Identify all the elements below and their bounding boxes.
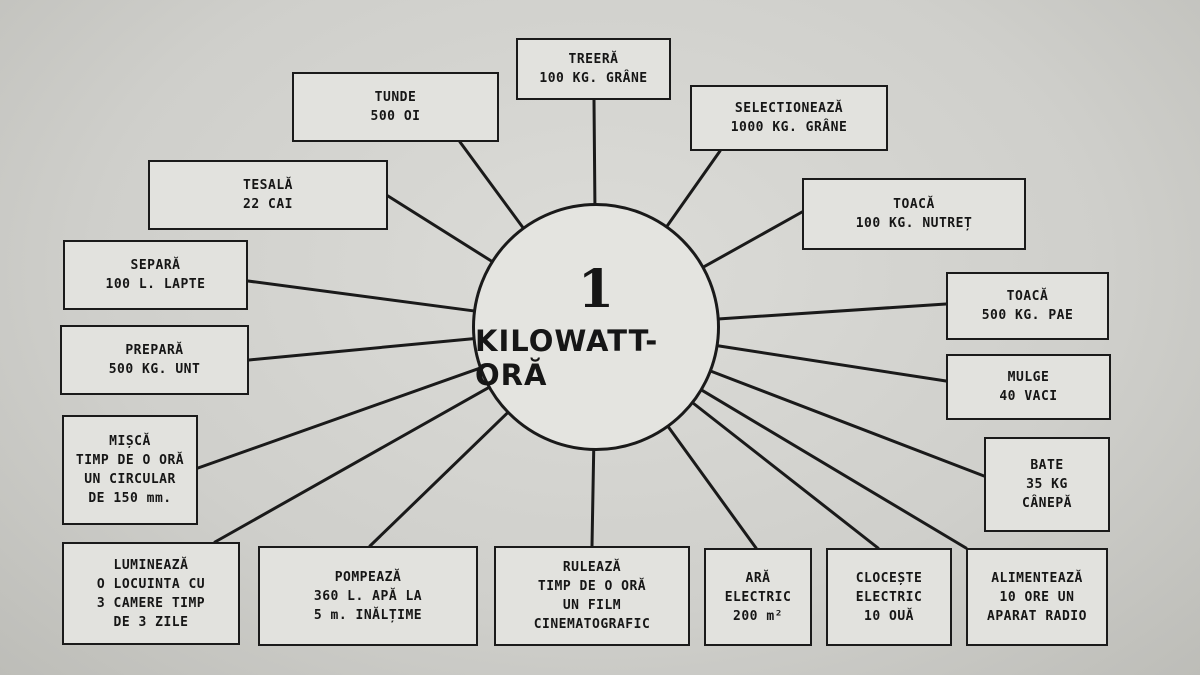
activity-text-line: UN FILM xyxy=(562,598,622,613)
connector-treera xyxy=(592,98,597,205)
connector-tesala xyxy=(386,194,493,263)
activity-text-line: 100 KG. NUTREȚ xyxy=(855,216,973,231)
activity-text-line: ARĂ xyxy=(745,570,771,586)
activity-box-ruleaza: RULEAZĂ TIMP DE O ORĂ UN FILM CINEMATOGRAFI… xyxy=(494,546,690,646)
activity-box-pompeaza: POMPEAZĂ 360 L. APĂ LA 5 m. INĂLȚIME xyxy=(258,546,478,646)
activity-text-line: 100 KG. GRÂNE xyxy=(539,71,648,86)
activity-text-line: APARAT RADIO xyxy=(987,608,1087,624)
connector-misca xyxy=(196,366,481,470)
activity-text-line: CINEMATOGRAFIC xyxy=(533,617,651,632)
activity-box-tunde: TUNDE 500 OI xyxy=(292,72,499,142)
activity-text-line: DE 3 ZILE xyxy=(113,614,189,630)
center-circle: 1 KILOWATT-ORĂ xyxy=(472,203,720,451)
activity-text-line: TIMP DE O ORĂ xyxy=(537,579,647,594)
activity-text-line: SEPARĂ xyxy=(130,258,181,273)
activity-box-misca: MIȘCĂ TIMP DE O ORĂ UN CIRCULAR DE 150 mm. xyxy=(62,415,198,525)
connector-toaca-nutret xyxy=(702,210,804,269)
connector-pompeaza xyxy=(368,411,509,548)
activity-box-prepara: PREPARĂ 500 KG. UNT xyxy=(60,325,249,395)
center-unit-label: KILOWATT-ORĂ xyxy=(475,324,659,392)
connector-prepara xyxy=(247,337,475,362)
activity-text-line: PREPARĂ xyxy=(125,343,184,358)
activity-text-line: BATE xyxy=(1030,458,1064,473)
activity-text-line: TUNDE xyxy=(374,90,417,105)
activity-text-line: 1000 KG. GRÂNE xyxy=(730,120,848,135)
activity-text-line: CÂNEPĂ xyxy=(1022,496,1072,511)
activity-text-line: MIȘCĂ xyxy=(109,434,151,449)
connector-clocește xyxy=(692,402,880,550)
activity-text-line: MULGE xyxy=(1007,370,1050,385)
activity-text-line: 40 VACI xyxy=(999,389,1058,404)
activity-text-line: 35 KG xyxy=(1026,477,1068,492)
activity-box-alimenteaza: ALIMENTEAZĂ 10 ORE UN APARAT RADIO xyxy=(966,548,1108,646)
activity-text-line: CLOCEȘTE xyxy=(855,570,923,586)
connector-tunde xyxy=(458,140,525,229)
activity-text-line: TOACĂ xyxy=(1006,289,1049,304)
connector-lumineaza xyxy=(213,386,490,544)
connector-alimenteaza xyxy=(701,389,968,550)
activity-text-line: ELECTRIC xyxy=(724,589,792,605)
activity-text-line: 200 m² xyxy=(733,608,783,624)
connector-mulge xyxy=(717,344,948,383)
activity-text-line: 500 OI xyxy=(370,109,421,124)
activity-box-lumineaza: LUMINEAZĂ O LOCUINTA CU 3 CAMERE TIMP DE 3 … xyxy=(62,542,240,645)
activity-box-selectioneaza: SELECTIONEAZĂ 1000 KG. GRÂNE xyxy=(690,85,888,151)
activity-box-tesala: TESALĂ 22 CAI xyxy=(148,160,388,230)
activity-text-line: TREERĂ xyxy=(568,52,619,67)
activity-text-line: TOACĂ xyxy=(893,197,935,212)
activity-box-separa: SEPARĂ 100 L. LAPTE xyxy=(63,240,248,310)
activity-text-line: 22 CAI xyxy=(243,197,293,212)
activity-text-line: DE 150 mm. xyxy=(88,491,172,506)
activity-box-treera: TREERĂ 100 KG. GRÂNE xyxy=(516,38,671,100)
activity-text-line: 500 KG. PAE xyxy=(981,308,1074,323)
activity-text-line: ELECTRIC xyxy=(855,589,923,605)
connector-separa xyxy=(246,279,475,313)
connector-ara xyxy=(667,425,758,550)
activity-text-line: UN CIRCULAR xyxy=(84,472,176,487)
activity-text-line: O LOCUINTA CU xyxy=(96,576,206,592)
activity-box-toaca-nutret: TOACĂ 100 KG. NUTREȚ xyxy=(802,178,1026,250)
activity-box-ara: ARĂ ELECTRIC 200 m² xyxy=(704,548,812,646)
activity-text-line: TESALĂ xyxy=(243,178,293,193)
activity-text-line: POMPEAZĂ xyxy=(334,569,402,585)
connector-selectioneaza xyxy=(665,149,722,228)
activity-text-line: 360 L. APĂ LA xyxy=(313,588,423,604)
activity-box-mulge: MULGE 40 VACI xyxy=(946,354,1111,420)
activity-text-line: 500 KG. UNT xyxy=(108,362,201,377)
activity-text-line: 3 CAMERE TIMP xyxy=(96,595,206,611)
activity-box-bate: BATE 35 KG CÂNEPĂ xyxy=(984,437,1110,532)
activity-box-toaca-pae: TOACĂ 500 KG. PAE xyxy=(946,272,1109,340)
activity-text-line: SELECTIONEAZĂ xyxy=(734,101,844,116)
activity-text-line: LUMINEAZĂ xyxy=(113,557,189,573)
activity-text-line: 5 m. INĂLȚIME xyxy=(313,607,423,623)
connector-toaca-pae xyxy=(718,302,948,321)
activity-text-line: RULEAZĂ xyxy=(562,560,622,575)
center-number: 1 xyxy=(577,259,615,320)
connector-bate xyxy=(710,370,986,478)
activity-text-line: ALIMENTEAZĂ xyxy=(991,570,1083,586)
connector-ruleaza xyxy=(590,449,596,548)
activity-text-line: TIMP DE O ORĂ xyxy=(75,453,185,468)
activity-text-line: 100 L. LAPTE xyxy=(105,277,206,292)
activity-box-clocește: CLOCEȘTE ELECTRIC 10 OUĂ xyxy=(826,548,952,646)
activity-text-line: 10 ORE UN xyxy=(999,589,1075,605)
activity-text-line: 10 OUĂ xyxy=(864,608,914,624)
